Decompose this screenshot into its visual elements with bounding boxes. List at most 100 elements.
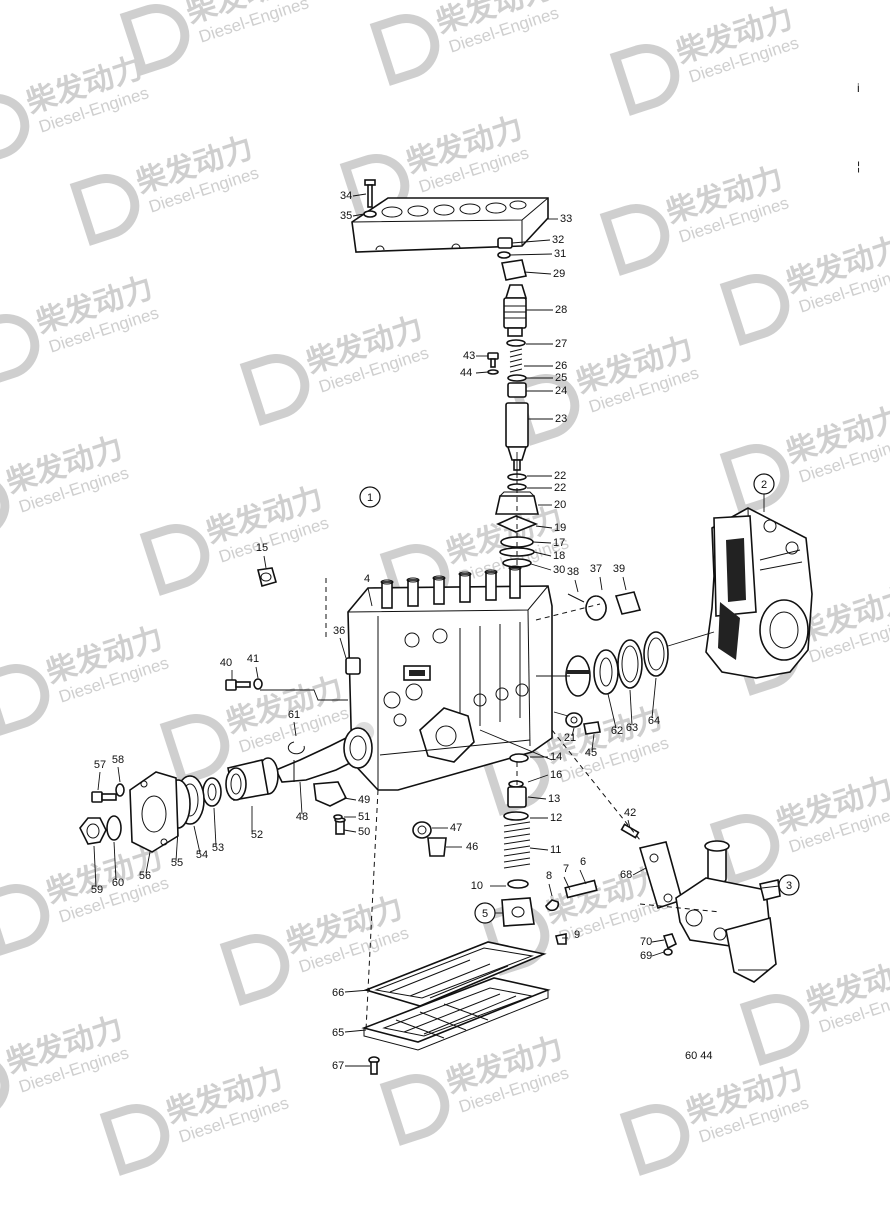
callout-label-22: 22 xyxy=(554,482,566,494)
delivery-valve-stack xyxy=(495,237,539,568)
callout-label-8: 8 xyxy=(546,870,552,882)
callout-label-54: 54 xyxy=(196,849,208,861)
screw-57-washer-58 xyxy=(91,783,125,803)
callout-leader-18 xyxy=(533,551,552,557)
callout-label-4: 4 xyxy=(364,573,370,585)
edge-mark-top: i xyxy=(857,81,860,95)
callout-leader-32 xyxy=(511,239,551,244)
callout-label-20: 20 xyxy=(554,499,566,511)
bearing-stack-right xyxy=(565,591,669,697)
edge-mark-side: ¦ xyxy=(857,159,860,173)
screw-42 xyxy=(620,823,640,839)
callout-leader-64 xyxy=(651,677,657,719)
bottom-gasket xyxy=(363,941,547,1007)
callout-leader-31 xyxy=(509,253,553,256)
callout-leader-57 xyxy=(97,771,101,791)
callout-label-11: 11 xyxy=(550,844,561,856)
callout-leader-38 xyxy=(574,579,579,593)
callout-label-43: 43 xyxy=(463,350,475,362)
callout-leader-13 xyxy=(527,796,547,800)
callout-label-29: 29 xyxy=(553,268,565,280)
callout-label-15: 15 xyxy=(256,542,268,554)
callout-leader-36 xyxy=(339,637,347,659)
callout-label-6: 6 xyxy=(580,856,586,868)
callout-label-28: 28 xyxy=(555,304,567,316)
callout-label-65: 65 xyxy=(332,1027,344,1039)
callout-label-63: 63 xyxy=(626,722,638,734)
callout-label-33: 33 xyxy=(560,213,572,225)
group-label-5: 5 xyxy=(474,902,503,924)
bottom-cover xyxy=(361,977,551,1051)
callout-leader-66 xyxy=(344,989,371,993)
callout-label-55: 55 xyxy=(171,857,183,869)
callout-leader-39 xyxy=(622,576,627,591)
nut-59-washer-60 xyxy=(79,815,122,845)
callout-leaders xyxy=(93,193,665,1067)
screw-40 xyxy=(225,678,263,691)
callout-label-17: 17 xyxy=(553,537,565,549)
feed-pump xyxy=(638,840,781,983)
shaft-bearing-52 xyxy=(225,757,279,801)
callout-leader-60 xyxy=(113,841,117,881)
group-label-3-text: 3 xyxy=(786,880,792,892)
callout-label-30: 30 xyxy=(553,564,565,576)
governor-housing xyxy=(705,507,813,679)
callout-leader-62 xyxy=(607,693,617,729)
callout-label-10: 10 xyxy=(471,880,483,892)
callout-label-40: 40 xyxy=(220,657,232,669)
screw-50 xyxy=(333,814,346,835)
callout-label-45: 45 xyxy=(585,747,597,759)
group-label-1: 1 xyxy=(359,486,381,508)
callout-label-38: 38 xyxy=(567,566,579,578)
callout-leader-7 xyxy=(563,876,571,891)
callout-label-19: 19 xyxy=(554,522,566,534)
screw-70 xyxy=(662,933,678,956)
callout-label-12: 12 xyxy=(550,812,562,824)
callout-label-7: 7 xyxy=(563,863,569,875)
callout-label-50: 50 xyxy=(358,826,370,838)
group-label-2-text: 2 xyxy=(761,479,767,491)
seal-53 xyxy=(202,777,222,807)
callout-label-24: 24 xyxy=(555,385,567,397)
callout-label-52: 52 xyxy=(251,829,263,841)
callout-leader-42 xyxy=(627,819,631,829)
callout-label-57: 57 xyxy=(94,759,106,771)
callout-label-34: 34 xyxy=(340,190,352,202)
callout-label-59: 59 xyxy=(91,884,103,896)
circlip-61 xyxy=(287,741,305,755)
callout-label-39: 39 xyxy=(613,563,625,575)
callout-label-58: 58 xyxy=(112,754,124,766)
callout-label-56: 56 xyxy=(139,870,151,882)
callout-leader-30 xyxy=(530,563,552,571)
callout-label-64: 64 xyxy=(648,715,660,727)
callout-leader-16 xyxy=(527,774,549,783)
screw-43 xyxy=(487,352,499,375)
callout-leader-48 xyxy=(299,781,303,815)
callout-label-51: 51 xyxy=(358,811,370,823)
screw-34 xyxy=(363,179,377,218)
callout-leader-19 xyxy=(535,525,553,529)
callout-label-21: 21 xyxy=(564,732,576,744)
callout-label-35: 35 xyxy=(340,210,352,222)
callout-label-32: 32 xyxy=(552,234,564,246)
callout-label-60: 60 xyxy=(112,877,124,889)
callout-leader-70 xyxy=(651,939,665,943)
callout-leader-61 xyxy=(293,721,297,737)
callout-leader-59 xyxy=(93,845,97,888)
callout-label-13: 13 xyxy=(548,793,560,805)
roller-tappet-stack xyxy=(501,753,598,945)
callout-leader-54 xyxy=(193,825,201,854)
callout-leader-41 xyxy=(255,666,259,679)
